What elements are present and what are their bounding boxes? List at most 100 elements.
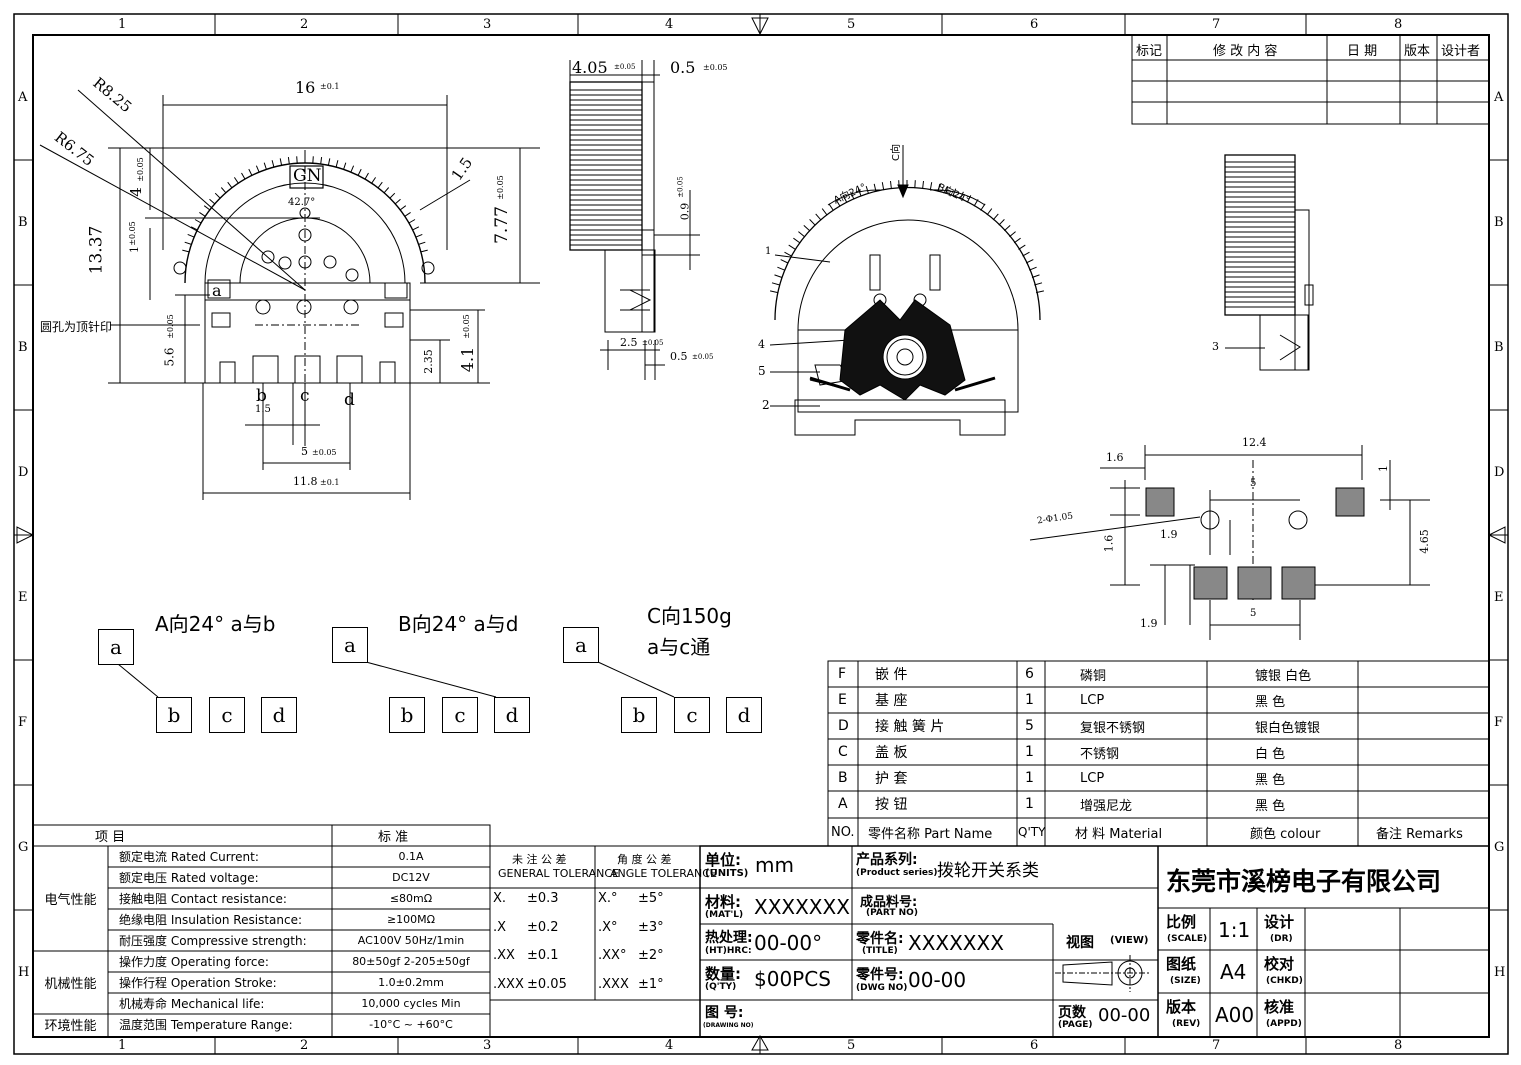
spec-value: 80±50gf 2-205±50gf — [352, 955, 470, 968]
bom-row-colour: 黑 色 — [1255, 798, 1286, 814]
title-cn: 零件名: — [856, 931, 904, 947]
row-D-left: D — [18, 465, 29, 480]
pcb-layout — [1029, 445, 1430, 640]
col-7-bottom: 7 — [1212, 1038, 1221, 1053]
rev-header-date: 日 期 — [1347, 44, 1378, 59]
revision-table-grid — [1131, 34, 1490, 125]
heat-treat-en: (HT)HRC: — [705, 946, 752, 956]
title-block-grid — [699, 845, 1490, 1038]
col-8-bottom: 8 — [1394, 1038, 1403, 1053]
pcb-dim-465: 4.65 — [1417, 529, 1431, 554]
state-c-title2: a与c通 — [647, 635, 711, 659]
state-a-pin-a: a — [98, 629, 134, 665]
row-B-left: B — [18, 215, 28, 230]
units-value: mm — [755, 853, 794, 877]
dim-405: 4.05 — [572, 58, 608, 77]
bom-row-part-name: 护 套 — [875, 771, 908, 787]
bom-row-id: E — [838, 692, 847, 708]
spec-label: 机械寿命 Mechanical life: — [119, 997, 265, 1011]
dim-777-tol: ±0.05 — [495, 175, 505, 200]
tol-angle-value: ±3° — [638, 920, 664, 935]
col-6-top: 6 — [1030, 17, 1039, 32]
spec-value: AC100V 50Hz/1min — [357, 934, 465, 947]
contact-center-hole — [896, 348, 914, 366]
tol-general-value: ±0.2 — [527, 920, 559, 935]
col-5-top: 5 — [847, 17, 856, 32]
spec-header-standard: 标 准 — [378, 830, 409, 845]
bom-header-material: 材 料 Material — [1075, 826, 1163, 842]
brand-box — [289, 165, 324, 189]
part-no-cn: 成品料号: — [860, 895, 918, 910]
pin-c-label: c — [300, 386, 310, 406]
title-value: XXXXXXX — [908, 931, 1004, 955]
drawing-no-en: (DRAWING NO) — [703, 1022, 754, 1029]
dim-41-tol: ±0.05 — [461, 314, 471, 339]
spec-label: 接触电阻 Contact resistance: — [119, 892, 287, 906]
dim-09: 0.9 — [678, 202, 692, 221]
row-G-right: G — [1494, 840, 1505, 855]
state-a-pin-b: b — [156, 697, 192, 733]
row-B2-right: B — [1494, 340, 1504, 355]
bom-row-colour: 黑 色 — [1255, 694, 1286, 710]
dim-05-top: 0.5 — [670, 58, 696, 77]
leader-r825 — [77, 89, 306, 291]
spec-label: 温度范围 Temperature Range: — [119, 1018, 293, 1032]
bom-header-qty: Q'TY — [1018, 825, 1046, 839]
angle-label: 42.7° — [288, 197, 316, 208]
dim-09-tol: ±0.05 — [676, 176, 685, 198]
row-F-right: F — [1494, 715, 1504, 730]
contact-spring — [839, 299, 966, 401]
tol-angle-key: .XXX — [598, 977, 629, 992]
scale-en: (SCALE) — [1167, 934, 1208, 944]
bom-row-part-name: 接 触 簧 片 — [875, 719, 945, 735]
material-en: (MAT'L) — [705, 910, 744, 920]
bom-row-part-name: 基 座 — [875, 693, 908, 709]
designer-cn: 设计 — [1264, 913, 1295, 931]
tol-general-value: ±0.1 — [527, 948, 559, 963]
general-tol-en: GENERAL TOLERANCE — [498, 867, 620, 880]
bom-row-part-name: 盖 板 — [875, 745, 908, 761]
pcb-dim-1: 1 — [1377, 465, 1390, 472]
title-en: (TITLE) — [862, 946, 898, 956]
dim-05-bottom: 0.5 — [670, 350, 688, 363]
page-value: 00-00 — [1098, 1005, 1151, 1026]
side-wheel-ridges — [570, 89, 642, 246]
pcb-dim-5b: 5 — [1250, 608, 1257, 619]
state-c-title: C向150g — [647, 604, 732, 628]
leader-r675 — [39, 144, 306, 291]
heat-treat-cn: 热处理: — [705, 930, 753, 946]
dwg-no-en: (DWG NO) — [856, 983, 908, 993]
dim-16: 16 — [295, 78, 316, 97]
spec-group-label: 电气性能 — [44, 893, 97, 908]
company-name: 东莞市溪榜电子有限公司 — [1166, 867, 1442, 896]
row-G-left: G — [18, 840, 29, 855]
bom-row-colour: 黑 色 — [1255, 772, 1286, 788]
bom-row-part-name: 嵌 件 — [875, 667, 908, 683]
units-en: (UNITS) — [705, 868, 749, 879]
state-a-pin-c: c — [209, 697, 245, 733]
center-mark-left — [16, 526, 35, 544]
bom-row-qty: 1 — [1025, 796, 1034, 812]
state-a-pin-d: d — [261, 697, 297, 733]
tol-general-value: ±0.3 — [527, 891, 559, 906]
view-en: (VIEW) — [1110, 935, 1149, 946]
col-4-top: 4 — [665, 17, 674, 32]
bom-row-qty: 6 — [1025, 666, 1034, 682]
general-tol-cn: 未 注 公 差 — [512, 853, 567, 866]
row-H-right: H — [1494, 965, 1506, 980]
bom-row-material: 复银不锈钢 — [1080, 720, 1146, 736]
bom-header-colour: 颜色 colour — [1250, 826, 1321, 842]
col-2-top: 2 — [300, 17, 309, 32]
spec-group-label: 环境性能 — [44, 1019, 97, 1034]
dim-118-tol: ±0.1 — [320, 478, 340, 487]
state-b-pin-d: d — [494, 697, 530, 733]
dwg-no-value: 00-00 — [908, 968, 967, 992]
dir-c-label: C向 — [890, 144, 902, 161]
col-4-bottom: 4 — [665, 1038, 674, 1053]
bom-header-no: NO. — [831, 824, 855, 840]
material-cn: 材料: — [705, 893, 741, 911]
col-1-top: 1 — [118, 17, 127, 32]
series-en: (Product series) — [856, 868, 938, 878]
dim-15-bottom: 1.5 — [255, 404, 271, 415]
rev-value: A00 — [1215, 1003, 1255, 1027]
